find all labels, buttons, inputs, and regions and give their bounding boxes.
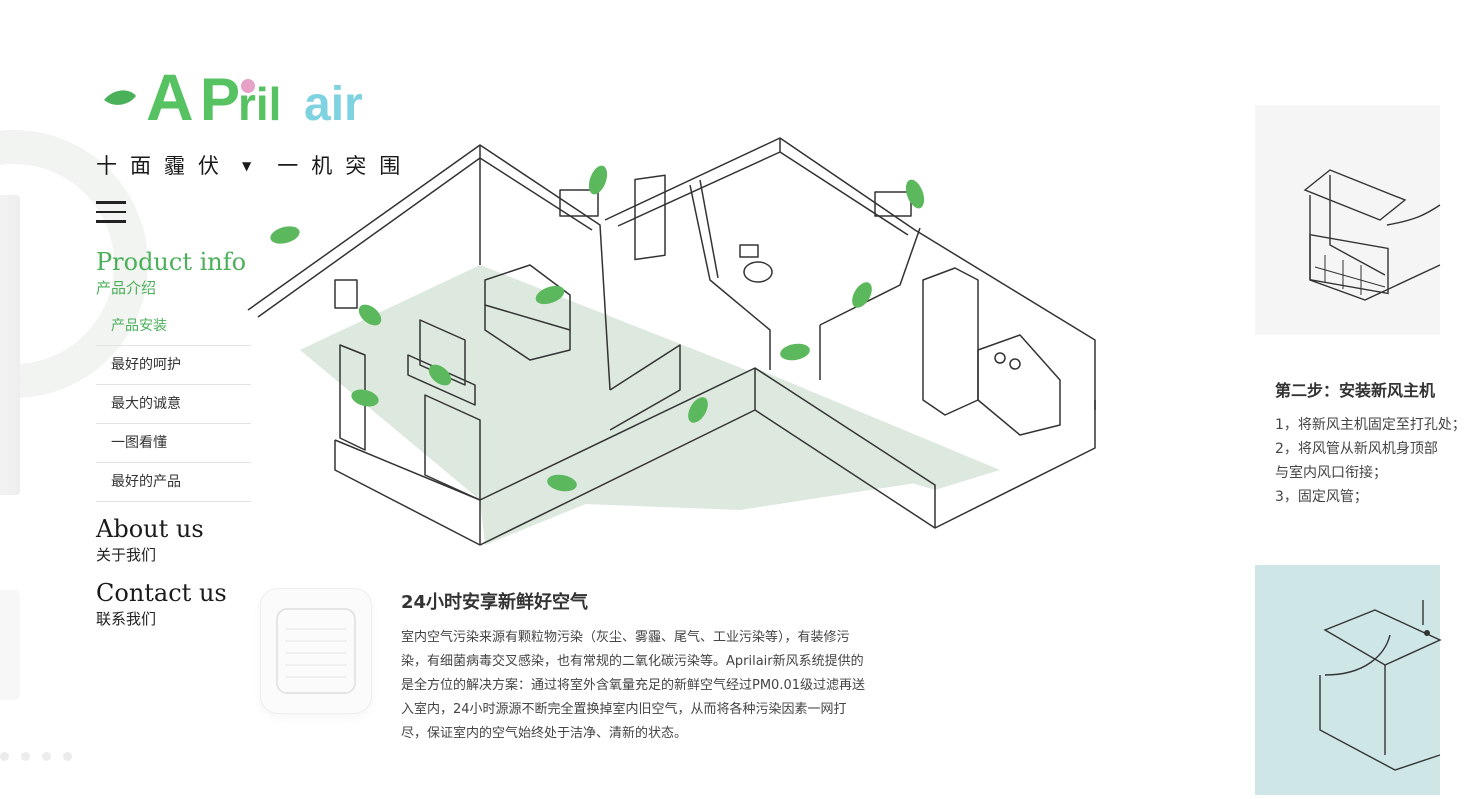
nav-title-product[interactable]: Product info bbox=[96, 248, 247, 276]
product-subnav: 产品安装 最好的呵护 最大的诚意 一图看懂 最好的产品 bbox=[96, 315, 251, 502]
nav-subtitle-contact: 联系我们 bbox=[96, 610, 157, 628]
step-title: 第二步：安装新风主机 bbox=[1275, 381, 1436, 400]
nav-section-product[interactable]: Product info 产品介绍 bbox=[96, 247, 251, 299]
logo-leaf-icon bbox=[104, 90, 136, 105]
nav-title-about[interactable]: About us bbox=[96, 515, 204, 543]
step-line: 3，固定风管； bbox=[1275, 489, 1368, 505]
step-line: 1，将新风主机固定至打孔处； bbox=[1275, 417, 1466, 433]
svg-text:P: P bbox=[200, 66, 240, 133]
svg-text:air: air bbox=[304, 78, 363, 131]
slogan-left: 十面霾伏 bbox=[96, 154, 232, 178]
subnav-item-infographic[interactable]: 一图看懂 bbox=[96, 424, 251, 463]
subnav-item-install[interactable]: 产品安装 bbox=[96, 315, 251, 346]
carousel-dots bbox=[0, 752, 72, 761]
slogan-right: 一机突围 bbox=[277, 154, 414, 178]
subnav-item-care[interactable]: 最好的呵护 bbox=[96, 346, 251, 385]
nav-section-about[interactable]: About us 关于我们 bbox=[96, 514, 251, 566]
ghost-box-decoration bbox=[0, 590, 20, 700]
nav-subtitle-product: 产品介绍 bbox=[96, 279, 157, 297]
aprilair-logo[interactable]: A P ril air bbox=[100, 58, 390, 134]
air-purifier-image[interactable] bbox=[260, 588, 372, 714]
install-step-image-2[interactable] bbox=[1255, 565, 1442, 795]
step-line: 与室内风口衔接； bbox=[1275, 465, 1387, 481]
install-step-text: 第二步：安装新风主机 1，将新风主机固定至打孔处； 2，将风管从新风机身顶部 与… bbox=[1275, 377, 1466, 509]
step-line: 2，将风管从新风机身顶部 bbox=[1275, 441, 1438, 457]
carousel-dot[interactable] bbox=[63, 752, 72, 761]
nav-title-contact[interactable]: Contact us bbox=[96, 579, 227, 607]
carousel-dot[interactable] bbox=[21, 752, 30, 761]
subnav-item-best-product[interactable]: 最好的产品 bbox=[96, 463, 251, 502]
hamburger-icon[interactable] bbox=[96, 201, 126, 223]
triangle-down-icon: ▼ bbox=[242, 159, 252, 173]
subnav-item-sincerity[interactable]: 最大的诚意 bbox=[96, 385, 251, 424]
slogan: 十面霾伏 ▼ 一机突围 bbox=[96, 150, 413, 180]
description-block: 24小时安享新鲜好空气 室内空气污染来源有颗粒物污染（灰尘、雾霾、尾气、工业污染… bbox=[401, 588, 871, 746]
description-heading: 24小时安享新鲜好空气 bbox=[401, 592, 589, 613]
side-nav: Product info 产品介绍 产品安装 最好的呵护 最大的诚意 一图看懂 … bbox=[96, 247, 251, 630]
page: A P ril air 十面霾伏 ▼ 一机突围 Product info 产品介绍 … bbox=[0, 58, 1466, 795]
svg-text:A: A bbox=[146, 60, 194, 134]
install-step-image-1[interactable] bbox=[1255, 105, 1441, 335]
nav-section-contact[interactable]: Contact us 联系我们 bbox=[96, 578, 251, 630]
carousel-dot[interactable] bbox=[0, 752, 9, 761]
svg-text:ril: ril bbox=[238, 78, 281, 130]
description-paragraph: 室内空气污染来源有颗粒物污染（灰尘、雾霾、尾气、工业污染等），有装修污染，有细菌… bbox=[401, 630, 866, 741]
ghost-device-decoration bbox=[0, 195, 20, 495]
carousel-dot[interactable] bbox=[42, 752, 51, 761]
house-floorplan-illustration bbox=[247, 137, 1096, 546]
nav-subtitle-about: 关于我们 bbox=[96, 546, 157, 564]
